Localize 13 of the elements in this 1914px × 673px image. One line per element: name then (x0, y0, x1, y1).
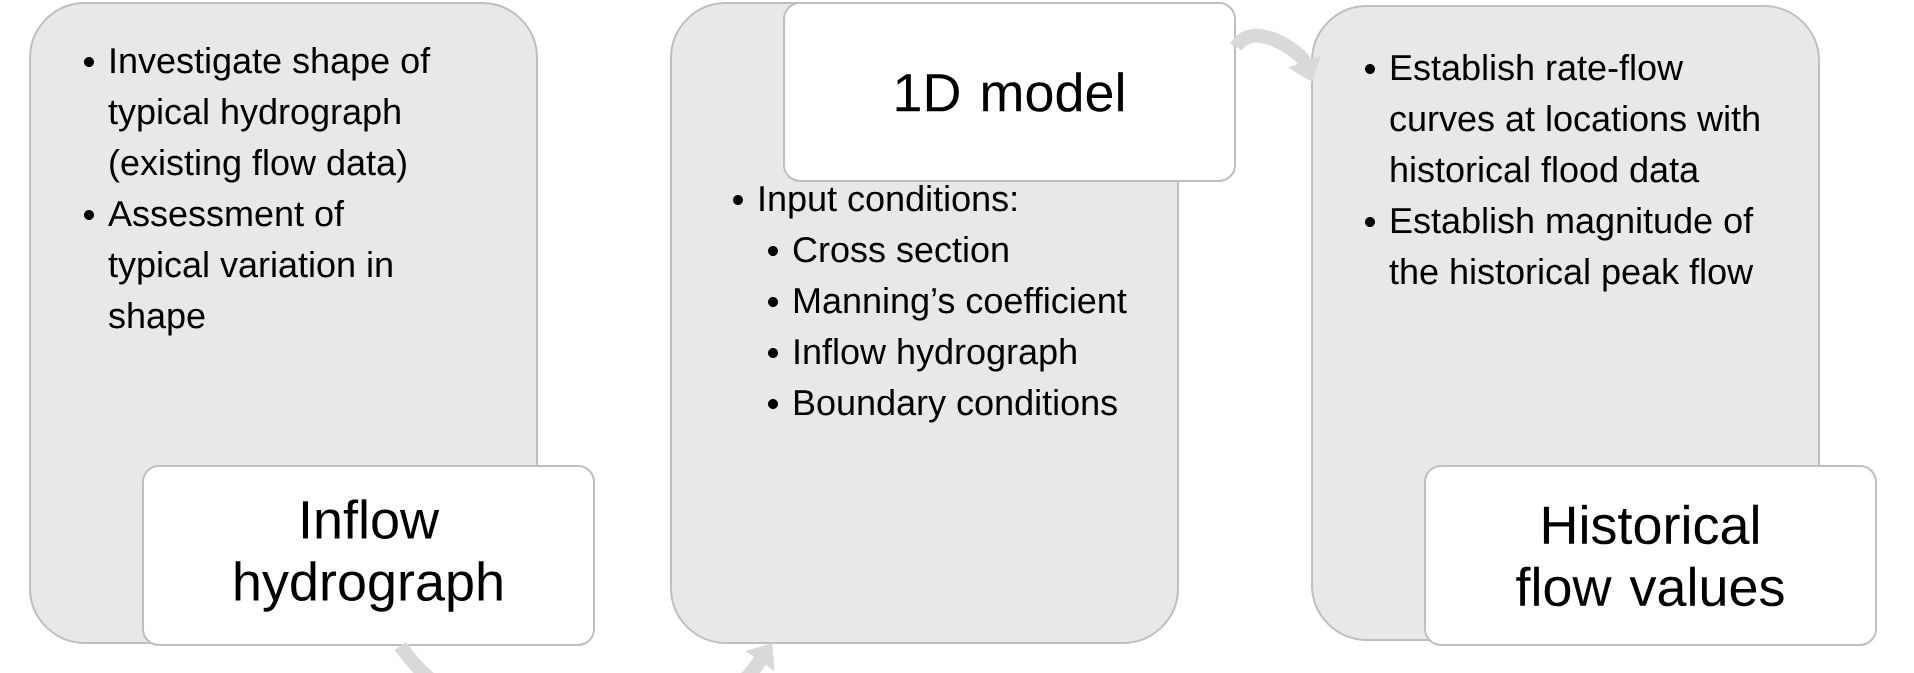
title-box: Historical flow values (1424, 465, 1877, 646)
title-box: 1D model (783, 2, 1236, 182)
title-box: Inflow hydrograph (142, 465, 595, 646)
bullet-item: Investigate shape of typical hydrograph (existing flow data) (84, 47, 431, 183)
bullet-item: Manning’s coefficient (768, 287, 1127, 321)
bullet-item: Establish rate-flow curves at locations with historical flood data (1365, 54, 1759, 183)
bullet-item: Assessment of typical variation in shape (84, 200, 392, 336)
bullet-item: Establish magnitude of the historical peak flow (1365, 207, 1754, 292)
bullet-item: Boundary conditions (768, 389, 1117, 423)
bullet-item: Cross section (768, 236, 1008, 263)
bullet-item: Inflow hydrograph (768, 338, 1076, 372)
bullet-item: Input conditions: (733, 185, 1016, 219)
curved-arrow (394, 641, 775, 673)
